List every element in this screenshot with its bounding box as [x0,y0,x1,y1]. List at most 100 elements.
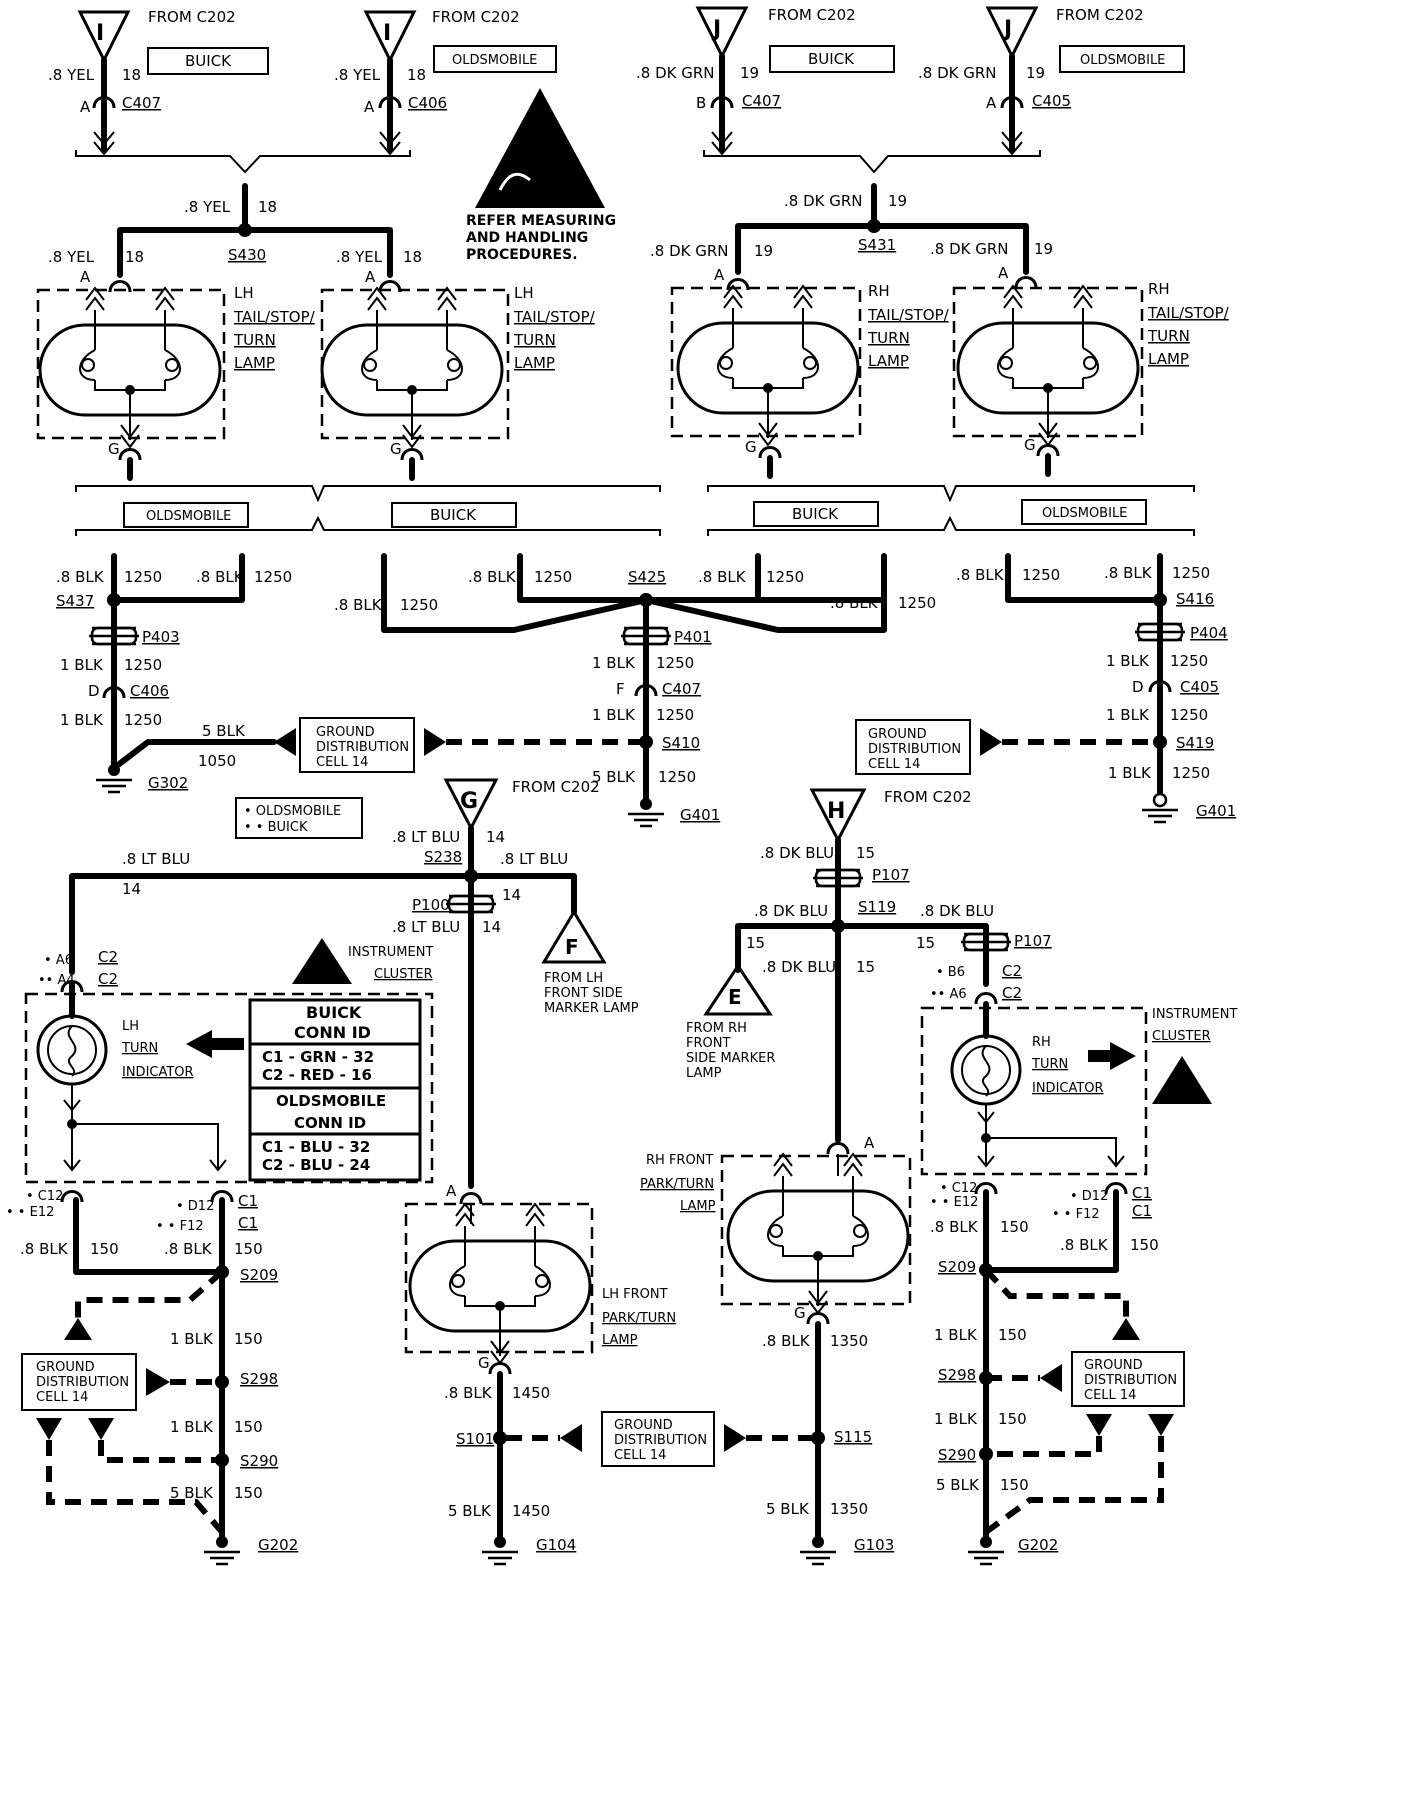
diagram-label: 1050 [198,752,236,770]
diagram-label: S290 [240,1452,278,1470]
diagram-label: 18 [407,66,426,84]
diagram-label: • D12 [1070,1189,1108,1204]
diagram-label: TURN [867,329,910,347]
diagram-label: DISTRIBUTION [36,1375,129,1390]
diagram-label: 150 [998,1410,1027,1428]
diagram-label: FROM C202 [432,8,520,26]
diagram-label: 150 [234,1484,263,1502]
conn-id-table: BUICK CONN ID C1 - GRN - 32 C2 - RED - 1… [248,998,422,1182]
diagram-label: .8 BLK [1104,564,1153,582]
diagram-label: 1250 [766,568,804,586]
diagram-label: .8 YEL [48,248,95,266]
diagram-label: GROUND [868,727,927,742]
connector-j-olds: J FROM C202 OLDSMOBILE .8 DK GRN 19 A C4… [918,6,1185,155]
diagram-label: FROM C202 [512,778,600,796]
diagram-label: C405 [1032,92,1071,110]
buick-box [147,47,269,75]
diagram-label: 1 BLK [592,654,636,672]
connector-e: E FROM RH FRONT SIDE MARKER LAMP [686,963,775,1081]
diagram-label: .8 DK GRN [918,64,997,82]
diagram-label: .8 BLK [196,568,245,586]
diagram-label: 1250 [254,568,292,586]
diagram-label: 19 [754,242,773,260]
diagram-label: 1350 [830,1500,868,1518]
diagram-label: FROM C202 [768,6,856,24]
diagram-label: LAMP [234,354,275,372]
diagram-label: FROM LH [544,971,603,986]
diagram-label: CLUSTER [1152,1029,1211,1044]
splice-s430 [238,223,252,237]
diagram-label: RH [1148,280,1170,298]
diagram-label: 150 [1000,1476,1029,1494]
diagram-label: CELL 14 [614,1448,666,1463]
diagram-label: A [998,264,1009,282]
diagram-label: • • BUICK [244,820,308,835]
diagram-label: 19 [1026,64,1045,82]
diagram-label: CLUSTER [374,967,433,982]
diagram-label: 14 [482,918,501,936]
diagram-label: LAMP [1148,350,1189,368]
diagram-label: BUICK [306,1003,362,1022]
diagram-label: F [565,935,579,959]
diagram-label: GROUND [1084,1358,1143,1373]
diagram-label: A [864,1134,875,1152]
rh-tail-lamp-buick: RH TAIL/STOP/ TURN LAMP [670,282,950,447]
diagram-label: 1250 [898,594,936,612]
diagram-label: OLDSMOBILE [452,53,537,68]
diagram-label: 1250 [656,654,694,672]
diagram-label: A [446,1182,457,1200]
diagram-label: C1 [1132,1184,1152,1202]
diagram-label: J [711,17,721,42]
diagram-label: 1 BLK [60,711,104,729]
diagram-label: 150 [234,1418,263,1436]
diagram-label: D [1132,678,1144,696]
diagram-label: • D12 [176,1199,214,1214]
diagram-label: S437 [56,592,94,610]
diagram-label: S431 [858,236,896,254]
diagram-label: PARK/TURN [602,1311,676,1326]
diagram-label: C2 - BLU - 24 [262,1156,370,1174]
diagram-label: C407 [662,680,701,698]
diagram-label: .8 YEL [336,248,383,266]
diagram-label: CELL 14 [868,757,920,772]
diagram-label: S290 [938,1446,976,1464]
diagram-label: LH FRONT [602,1287,668,1302]
diagram-label: FROM C202 [1056,6,1144,24]
diagram-label: 150 [1130,1236,1159,1254]
diagram-label: E [728,985,742,1009]
diagram-label: 14 [502,886,521,904]
diagram-label: 1250 [658,768,696,786]
rh-instrument-cluster: • B6 C2 •• A6 C2 INSTRUMENT CLUSTER RH T… [920,962,1237,1176]
diagram-label: S298 [240,1370,278,1388]
diagram-label: 15 [916,934,935,952]
diagram-label: 18 [258,198,277,216]
diagram-label: • • F12 [1052,1207,1100,1222]
diagram-label: 5 BLK [448,1502,492,1520]
diagram-label: CELL 14 [316,755,368,770]
diagram-label: 5 BLK [170,1484,214,1502]
diagram-label: .8 BLK [20,1240,69,1258]
diagram-label: SIDE MARKER [686,1051,775,1066]
diagram-label: G401 [1196,802,1236,820]
diagram-label: TURN [233,331,276,349]
diagram-label: DISTRIBUTION [868,742,961,757]
diagram-label: • B6 [936,965,965,980]
diagram-label: A [364,98,375,116]
diagram-label: CELL 14 [1084,1388,1136,1403]
diagram-label: RH FRONT [646,1153,713,1168]
diagram-label: 1250 [1170,706,1208,724]
ground-dist-lower-right: GROUND DISTRIBUTION CELL 14 [984,1351,1185,1535]
diagram-label: S238 [424,848,462,866]
diagram-label: P107 [1014,932,1052,950]
diagram-label: C2 [98,970,118,988]
diagram-label: 1350 [830,1332,868,1350]
lh-tail-lamp-olds: LH TAIL/STOP/ TURN LAMP [36,284,316,449]
diagram-label: 150 [234,1330,263,1348]
diagram-label: S430 [228,246,266,264]
diagram-label: .8 DK BLU [760,844,834,862]
diagram-label: • C12 [26,1189,63,1204]
diagram-label: 1450 [512,1384,550,1402]
diagram-label: G [794,1304,806,1322]
buick-label: BUICK [185,52,232,70]
diagram-label: A [365,268,376,286]
